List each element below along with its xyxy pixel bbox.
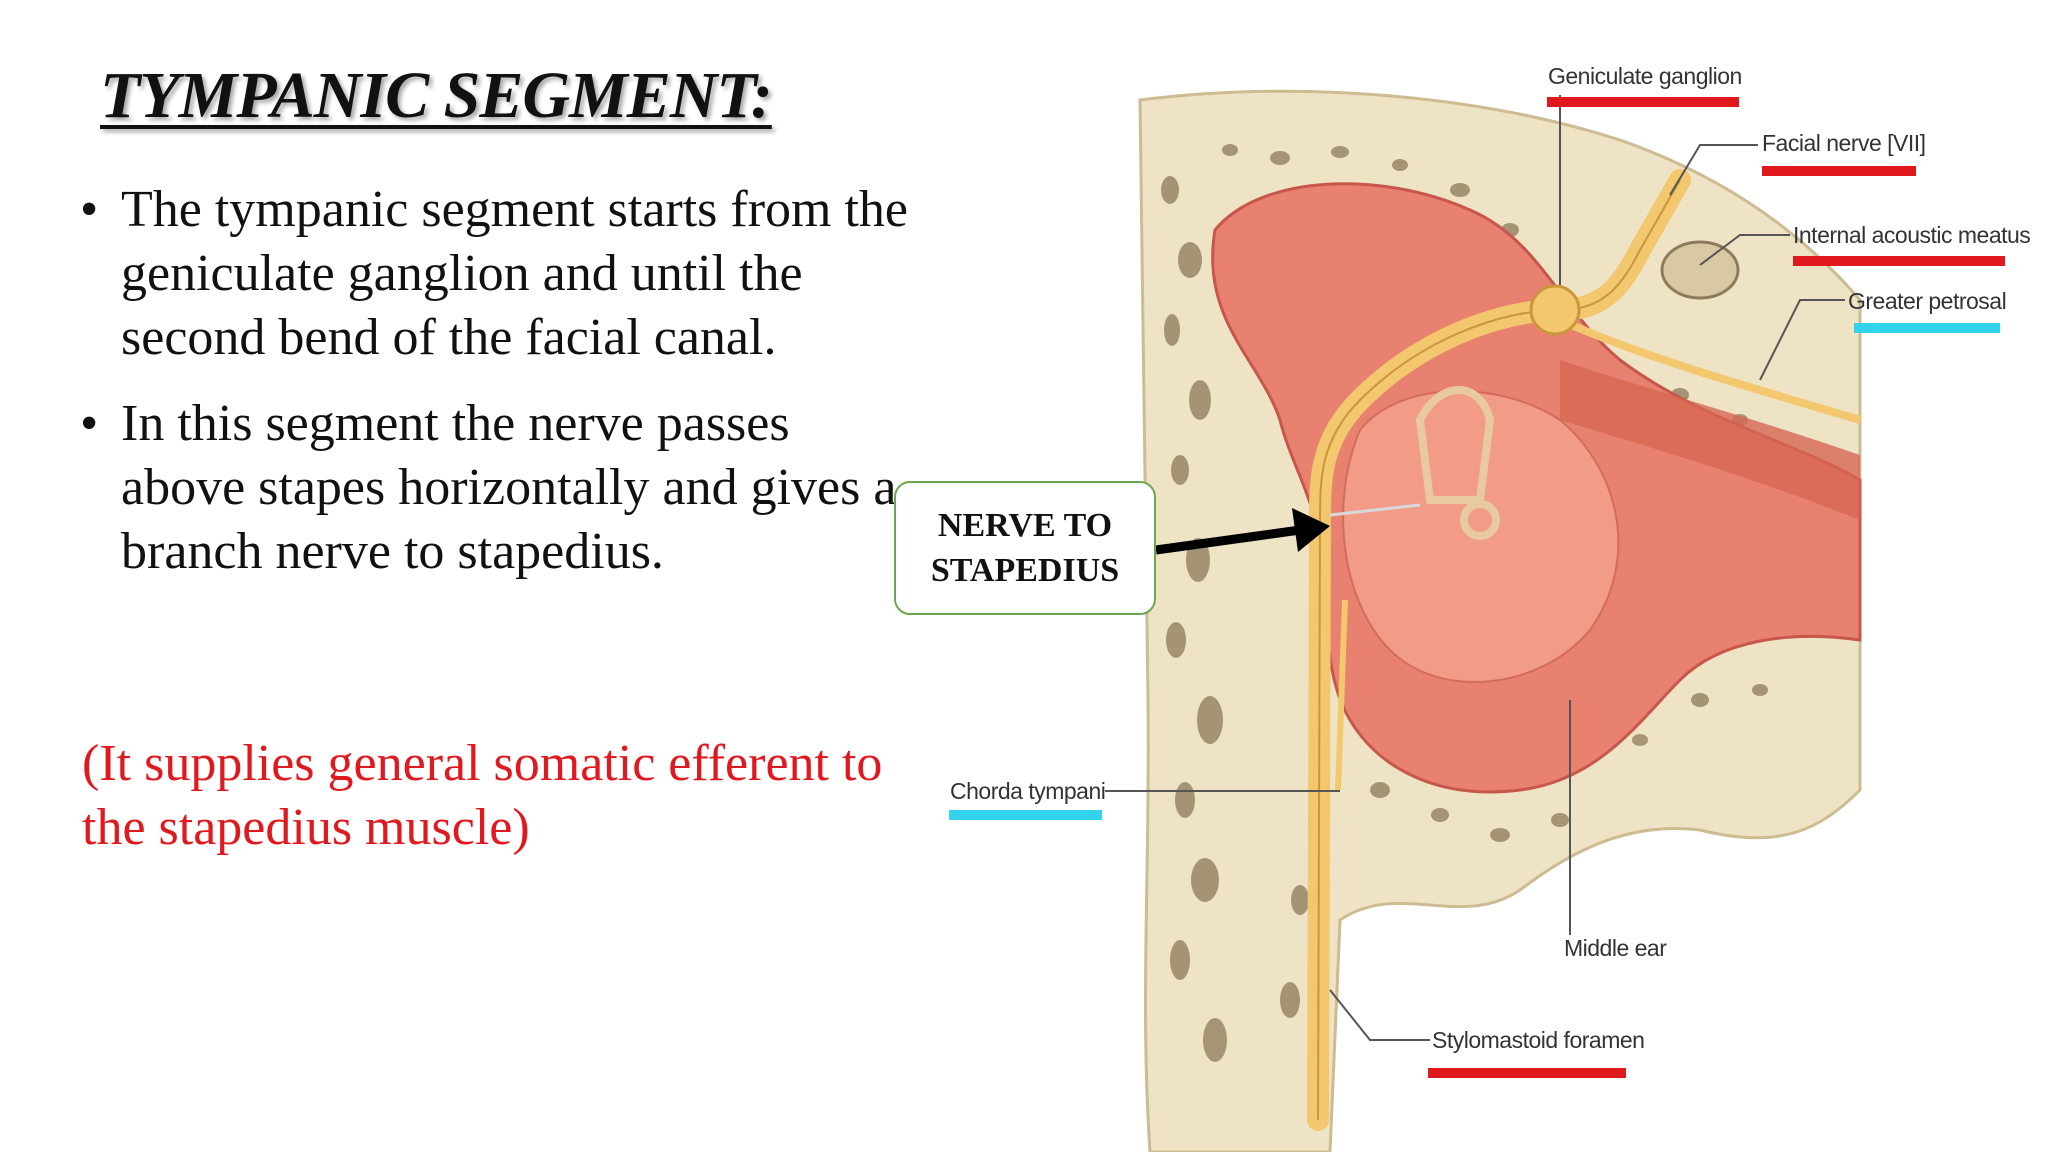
callout-arrowhead bbox=[1292, 508, 1330, 552]
label-chorda-tympani: Chorda tympani bbox=[950, 778, 1106, 804]
muscle-band bbox=[1560, 360, 1860, 520]
bullet-dot: • bbox=[80, 395, 99, 452]
label-greater-petrosal: Greater petrosal bbox=[1848, 288, 2007, 314]
geniculate-ganglion bbox=[1529, 284, 1581, 336]
bullet-text: In this segment the nerve passes above s… bbox=[121, 395, 897, 580]
callout-line-1: NERVE TO bbox=[937, 507, 1113, 544]
highlight-bar-red bbox=[1547, 97, 1739, 107]
label-internal-acoustic-meatus: Internal acoustic meatus bbox=[1793, 222, 2031, 248]
facial-nerve-outline bbox=[1317, 179, 1681, 1121]
chorda-tympani-nerve bbox=[1335, 599, 1348, 791]
internal-acoustic-meatus-opening bbox=[1660, 240, 1740, 300]
highlight-bar-red bbox=[1793, 256, 2005, 266]
bullet-dot: • bbox=[80, 181, 99, 238]
callout-line-2: STAPEDIUS bbox=[930, 552, 1120, 589]
label-geniculate-ganglion: Geniculate ganglion bbox=[1548, 63, 1742, 89]
label-facial-nerve: Facial nerve [VII] bbox=[1762, 130, 1926, 156]
highlight-bar-red bbox=[1428, 1068, 1626, 1078]
highlight-bar-cyan bbox=[949, 810, 1102, 820]
bullet-item: • In this segment the nerve passes above… bbox=[80, 392, 910, 584]
leader-lines bbox=[1105, 95, 1845, 1041]
note-text: (It supplies general somatic efferent to… bbox=[82, 735, 883, 856]
highlight-bar-cyan bbox=[1854, 323, 2000, 333]
label-middle-ear: Middle ear bbox=[1564, 935, 1667, 961]
slide-title: TYMPANIC SEGMENT: bbox=[100, 59, 773, 132]
nerve-to-stapedius bbox=[1329, 503, 1421, 517]
nerve-to-stapedius-callout: NERVE TO STAPEDIUS bbox=[894, 481, 1156, 615]
bullet-item: • The tympanic segment starts from the g… bbox=[80, 178, 910, 370]
callout-arrow bbox=[1155, 525, 1301, 555]
highlight-bar-red bbox=[1762, 166, 1916, 176]
bullet-list: • The tympanic segment starts from the g… bbox=[80, 178, 910, 606]
stapes bbox=[1415, 386, 1500, 540]
label-stylomastoid-foramen: Stylomastoid foramen bbox=[1432, 1027, 1645, 1053]
greater-petrosal-nerve bbox=[1558, 316, 1862, 424]
bullet-text: The tympanic segment starts from the gen… bbox=[121, 181, 909, 366]
